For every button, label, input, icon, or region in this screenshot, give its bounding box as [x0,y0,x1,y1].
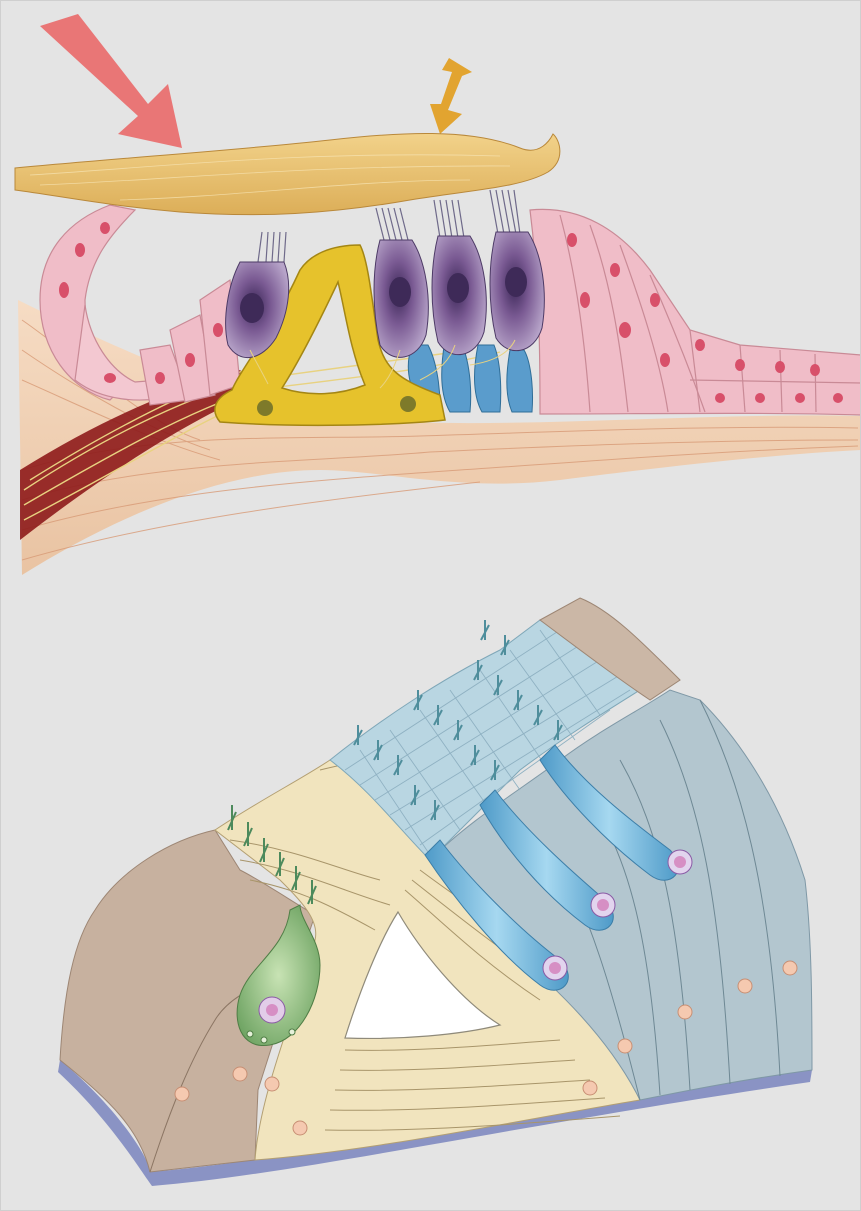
figure-frame [0,0,861,1211]
figure-canvas [0,0,861,1211]
